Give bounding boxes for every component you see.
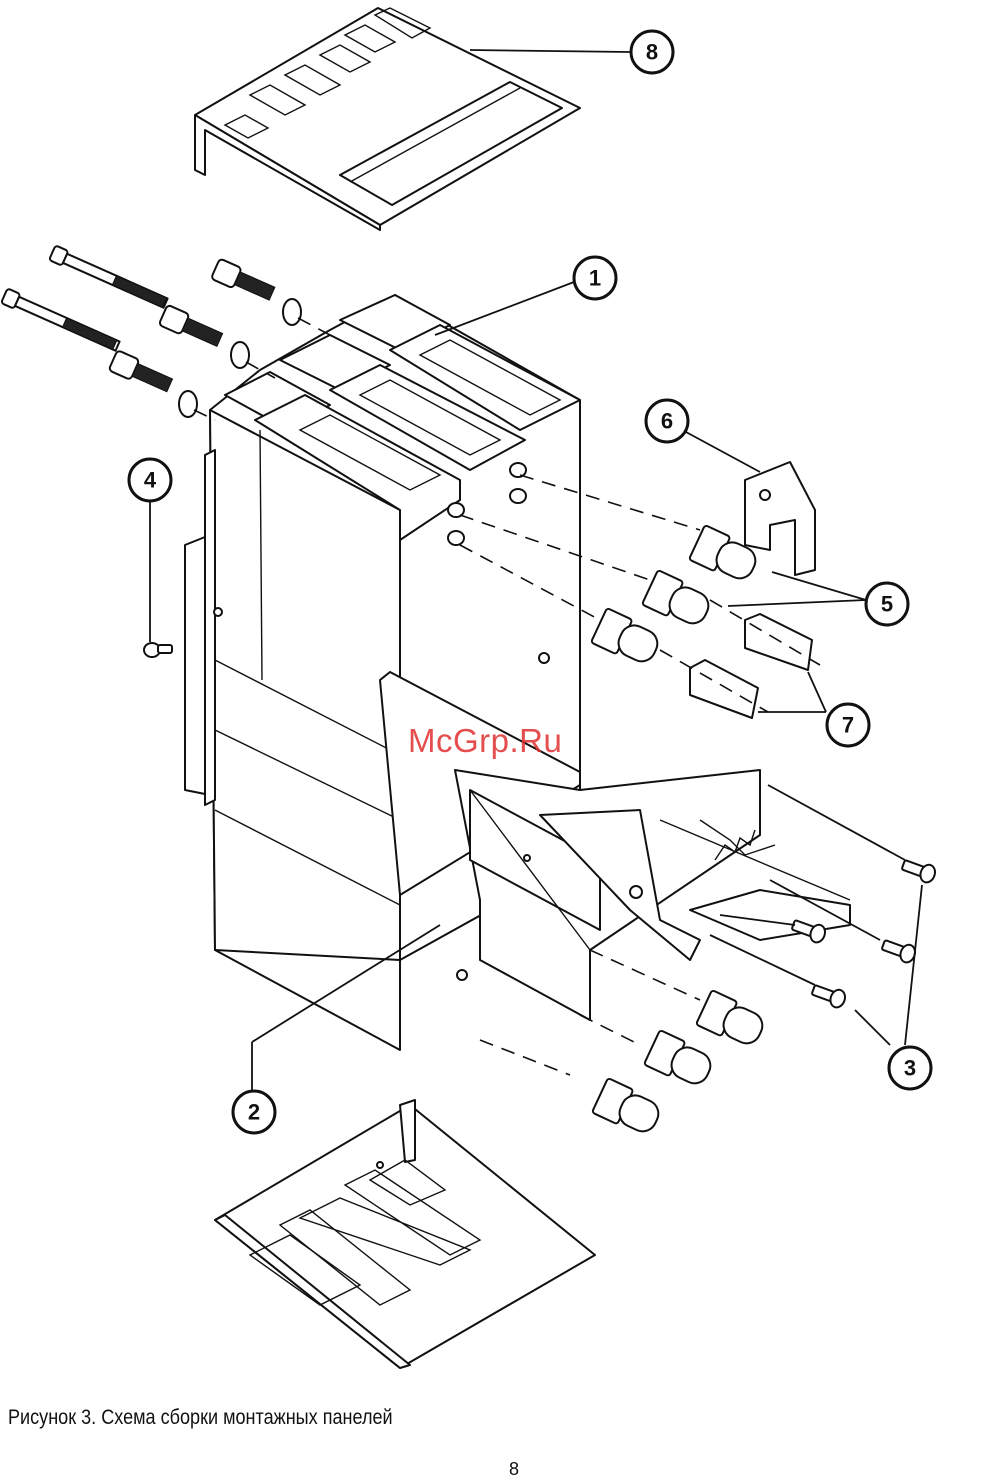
- terminal-nuts-top: [591, 525, 761, 669]
- svg-text:6: 6: [661, 409, 673, 434]
- svg-text:1: 1: [589, 266, 601, 291]
- terminal-nuts-bottom: [592, 990, 768, 1139]
- assembly-diagram: 8 1 6 4 5 7 3 2: [0, 0, 997, 1400]
- callout-1: 1: [574, 257, 616, 299]
- svg-text:8: 8: [646, 40, 658, 65]
- panel-screws: [790, 856, 937, 1009]
- svg-text:3: 3: [904, 1056, 916, 1081]
- callout-7: 7: [827, 704, 869, 746]
- svg-text:4: 4: [144, 468, 157, 493]
- callout-8: 8: [631, 31, 673, 73]
- figure-caption: Рисунок 3. Схема сборки монтажных панеле…: [8, 1406, 393, 1430]
- callout-2: 2: [233, 1091, 275, 1133]
- callout-6: 6: [646, 400, 688, 442]
- svg-text:2: 2: [248, 1100, 260, 1125]
- callout-4: 4: [129, 459, 171, 501]
- watermark: McGrp.Ru: [408, 722, 562, 760]
- svg-text:7: 7: [842, 713, 854, 738]
- callout-3: 3: [889, 1047, 931, 1089]
- top-cover-part: [195, 8, 580, 230]
- callout-5: 5: [866, 583, 908, 625]
- svg-text:5: 5: [881, 592, 893, 617]
- page-number: 8: [509, 1459, 519, 1480]
- side-screw-part: [144, 643, 172, 657]
- bottom-cover-part: [215, 1100, 595, 1368]
